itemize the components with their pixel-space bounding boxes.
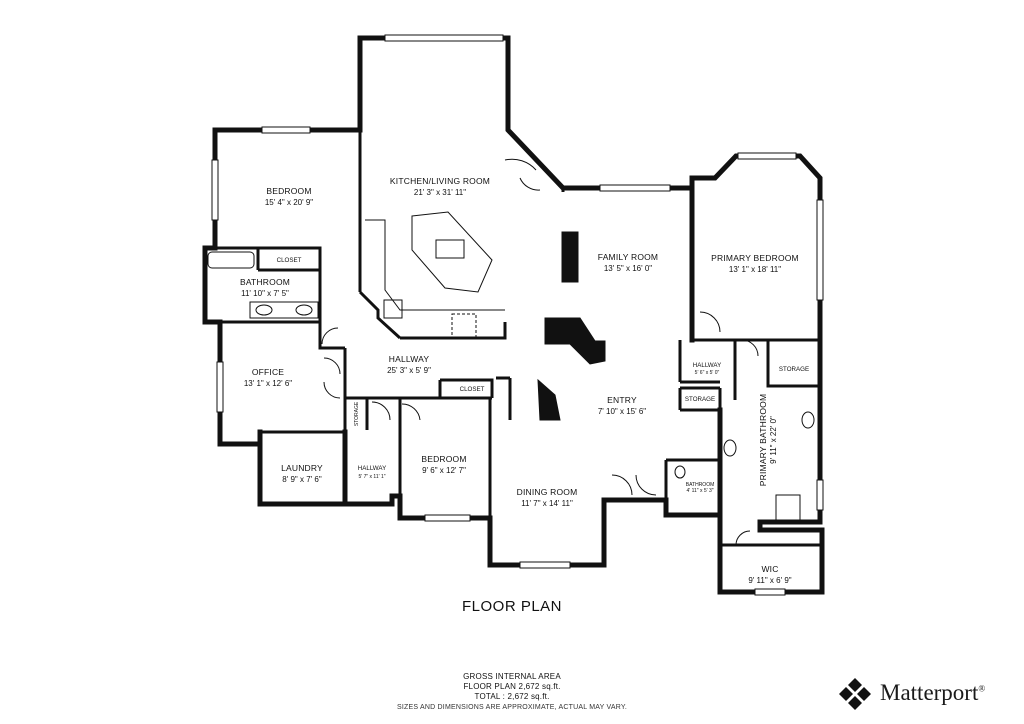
room-dining-name: DINING ROOM bbox=[517, 487, 578, 497]
room-family-dims: 13' 5" x 16' 0" bbox=[604, 264, 652, 273]
room-bedroom-1-name: BEDROOM bbox=[266, 186, 311, 196]
room-storage-3-name: STORAGE bbox=[779, 366, 809, 373]
room-storage-1-name: STORAGE bbox=[354, 401, 360, 426]
matterport-logo: Matterport® bbox=[836, 676, 1016, 712]
room-entry-dims: 7' 10" x 15' 6" bbox=[598, 407, 646, 416]
room-hallway-main-dims: 25' 3" x 5' 9" bbox=[387, 366, 431, 375]
room-laundry-dims: 8' 9" x 7' 6" bbox=[282, 475, 322, 484]
room-office-dims: 13' 1" x 12' 6" bbox=[244, 379, 292, 388]
brand-registered-mark: ® bbox=[978, 683, 986, 694]
room-bath-1-name: BATHROOM bbox=[240, 277, 290, 287]
room-dining-dims: 11' 7" x 14' 11" bbox=[521, 499, 573, 508]
room-labels: BEDROOM 15' 4" x 20' 9" KITCHEN/LIVING R… bbox=[240, 176, 809, 585]
footer-disclaimer: SIZES AND DIMENSIONS ARE APPROXIMATE, AC… bbox=[397, 704, 627, 711]
room-primary-bath-dims: 9' 11" x 22' 0" bbox=[769, 416, 778, 464]
room-bedroom-1-dims: 15' 4" x 20' 9" bbox=[265, 198, 313, 207]
room-hallway-3-name: HALLWAY bbox=[693, 362, 721, 369]
room-closet-1-name: CLOSET bbox=[277, 257, 302, 264]
room-wic-dims: 9' 11" x 6' 9" bbox=[748, 576, 791, 585]
brand-name: Matterport bbox=[880, 680, 979, 705]
room-bedroom-2-name: BEDROOM bbox=[421, 454, 466, 464]
exterior-walls bbox=[202, 35, 825, 595]
room-bedroom-2-dims: 9' 6" x 12' 7" bbox=[422, 466, 466, 475]
room-primary-bed-dims: 13' 1" x 18' 11" bbox=[729, 265, 781, 274]
footer-gross-area: GROSS INTERNAL AREA bbox=[463, 672, 561, 681]
room-office-name: OFFICE bbox=[252, 367, 284, 377]
matterport-mark-icon bbox=[839, 678, 871, 710]
matterport-wordmark: Matterport® bbox=[880, 680, 985, 706]
room-laundry-name: LAUNDRY bbox=[281, 463, 323, 473]
room-bath-1-dims: 11' 10" x 7' 5" bbox=[241, 289, 289, 298]
footer-floor-plan-area: FLOOR PLAN 2,672 sq.ft. bbox=[463, 682, 561, 691]
room-storage-2-name: STORAGE bbox=[685, 396, 715, 403]
room-hallway-2-dims: 5' 7" x 11' 1" bbox=[358, 474, 385, 480]
room-kitchen-dims: 21' 3" x 31' 11" bbox=[414, 188, 466, 197]
room-bath-half-name: BATHROOM bbox=[686, 482, 715, 488]
room-wic-name: WIC bbox=[761, 564, 778, 574]
room-entry-name: ENTRY bbox=[607, 395, 637, 405]
room-bath-half-dims: 4' 11" x 5' 3" bbox=[686, 488, 713, 494]
fixtures bbox=[207, 158, 815, 546]
room-hallway-2-name: HALLWAY bbox=[358, 465, 386, 472]
interior-walls bbox=[205, 130, 820, 547]
room-hallway-main-name: HALLWAY bbox=[389, 354, 430, 364]
room-kitchen-name: KITCHEN/LIVING ROOM bbox=[390, 176, 490, 186]
room-primary-bath-name: PRIMARY BATHROOM bbox=[758, 394, 768, 486]
room-family-name: FAMILY ROOM bbox=[598, 252, 658, 262]
room-primary-bed-name: PRIMARY BEDROOM bbox=[711, 253, 799, 263]
plan-title: FLOOR PLAN bbox=[461, 598, 563, 615]
footer-total-area: TOTAL : 2,672 sq.ft. bbox=[474, 692, 550, 701]
room-hallway-3-dims: 5' 6" x 5' 0" bbox=[695, 370, 720, 376]
windows bbox=[211, 34, 824, 596]
room-closet-2-name: CLOSET bbox=[460, 386, 485, 393]
